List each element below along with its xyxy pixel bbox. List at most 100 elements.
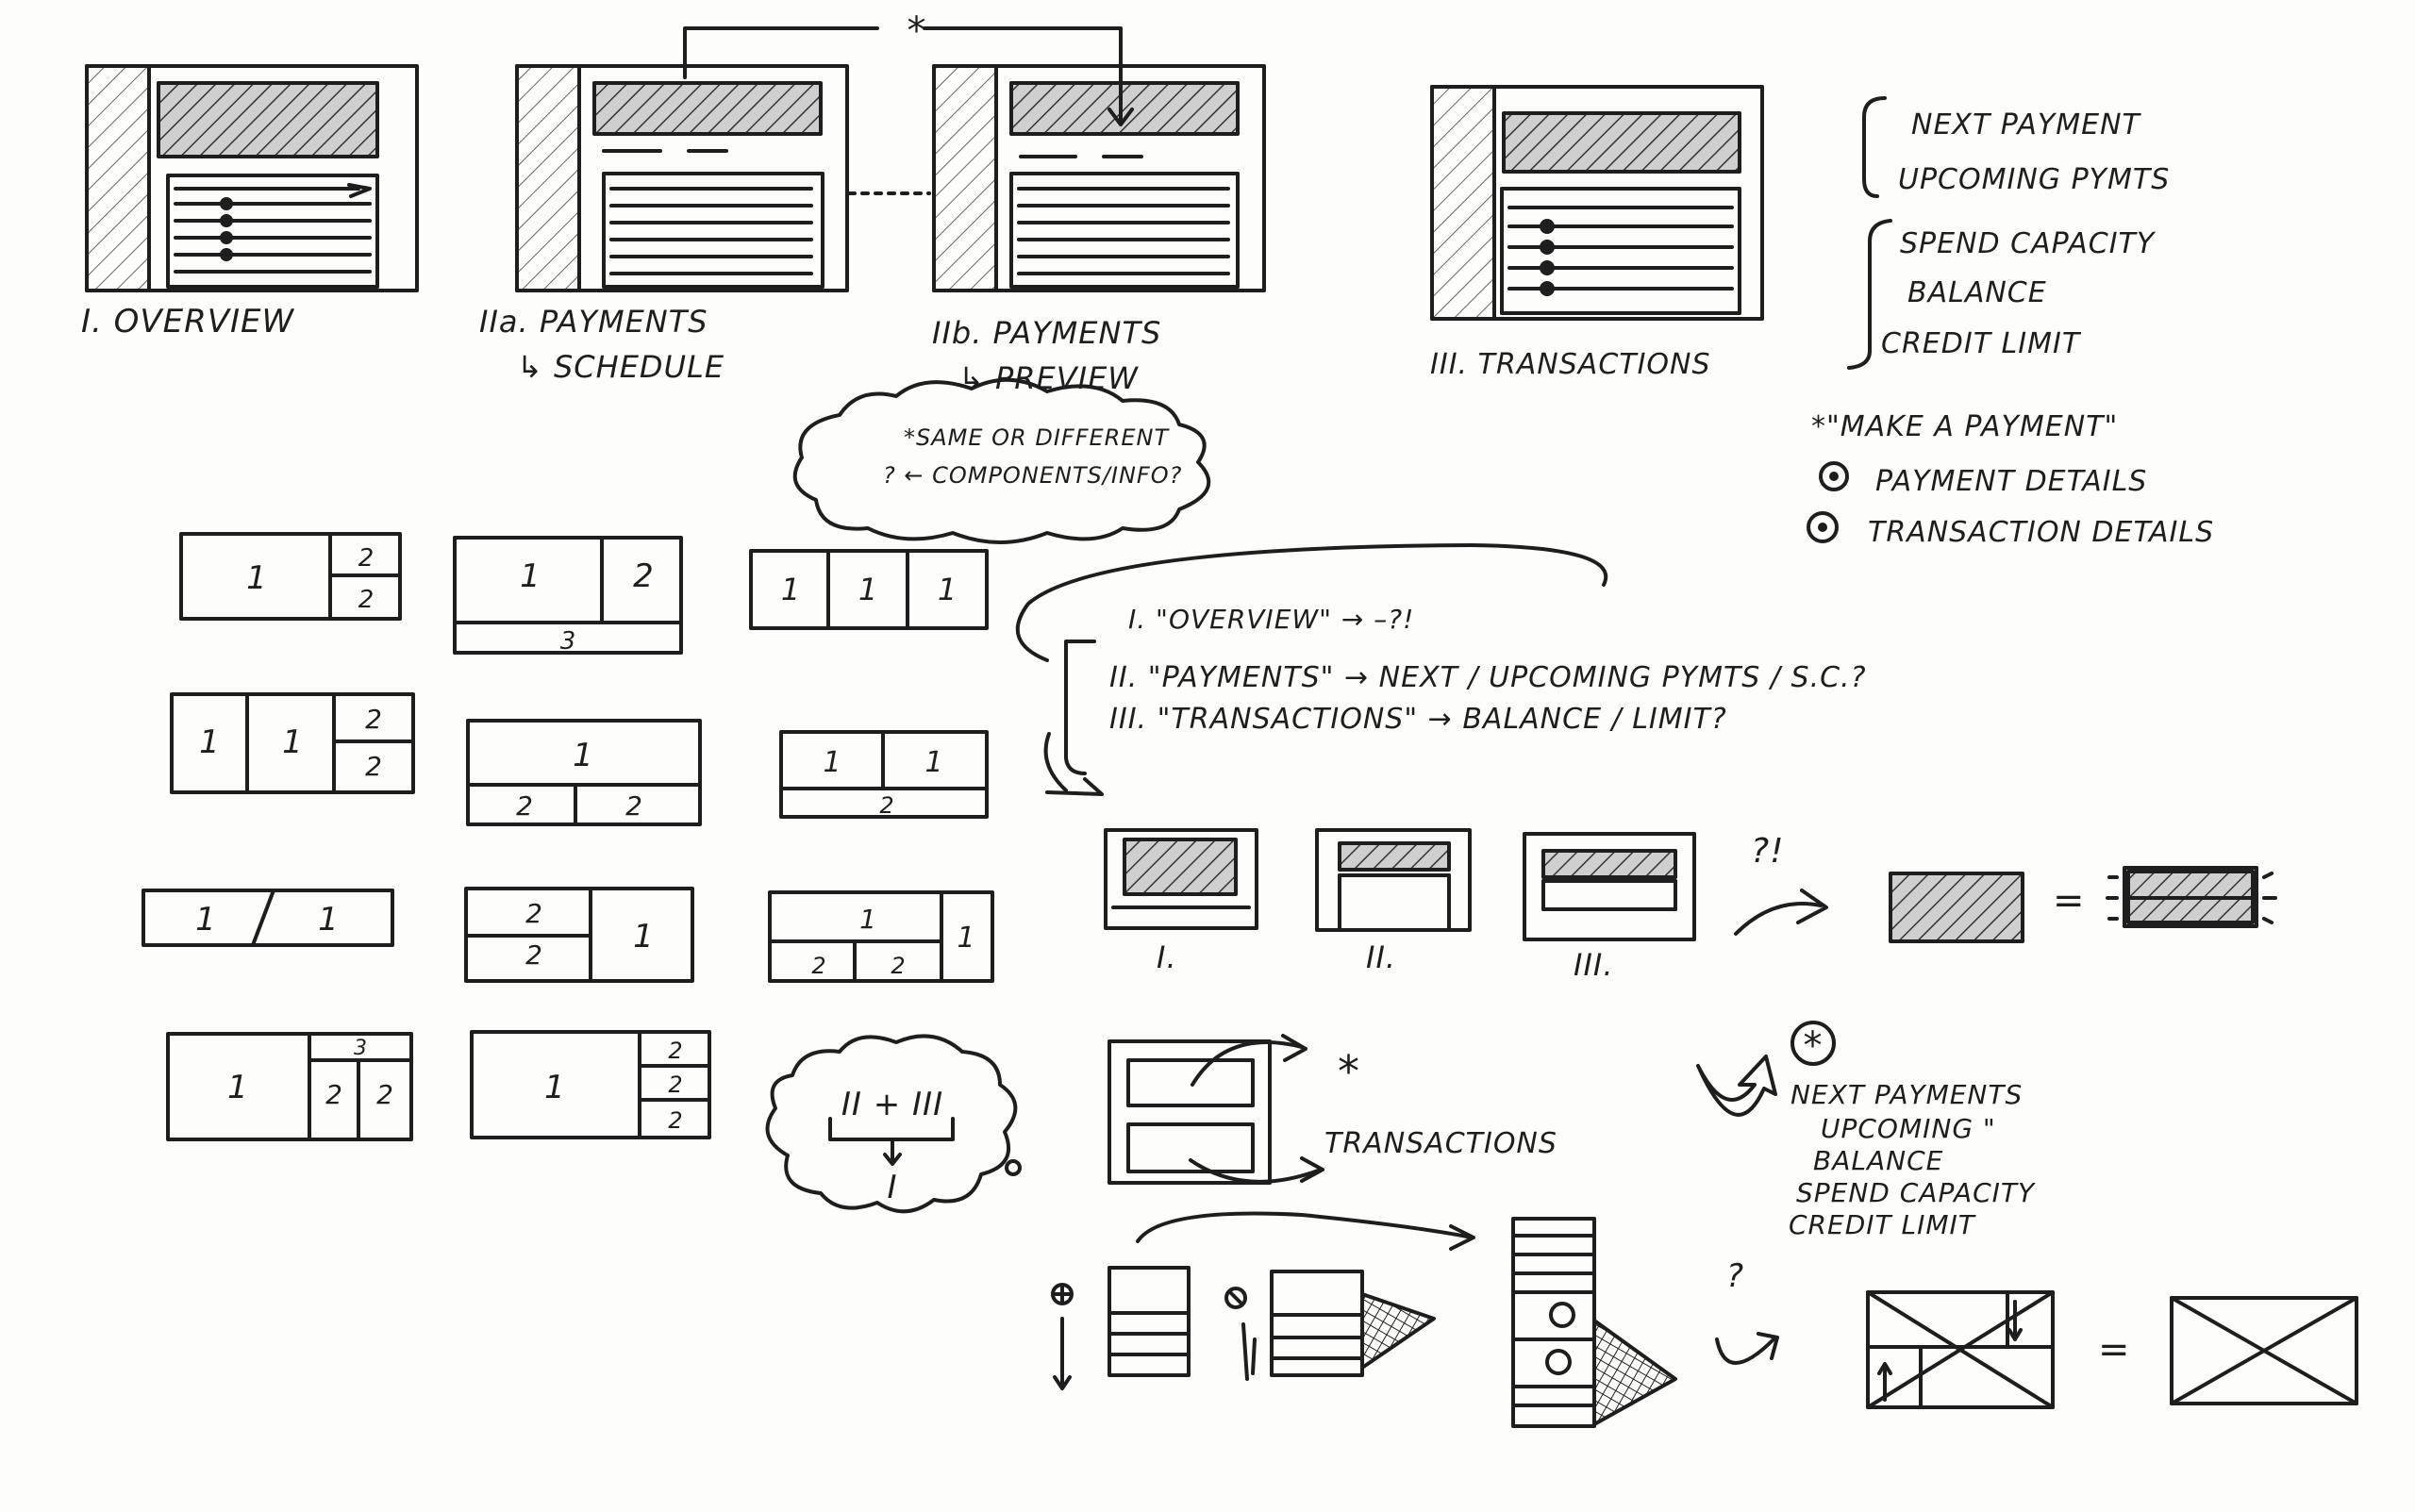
- layout-label: 2: [365, 704, 382, 735]
- info-list: NEXT PAYMENT UPCOMING PYMTS SPEND CAPACI…: [1881, 108, 2170, 360]
- star-connector-arrow: [683, 26, 1134, 126]
- legend-make-payment: *"MAKE A PAYMENT": [1811, 410, 2118, 443]
- bottom-equals: =: [2098, 1328, 2131, 1371]
- wireframe-transactions: [1430, 85, 1764, 321]
- layout-label: 2: [525, 939, 542, 971]
- layout-label: 1: [318, 901, 339, 939]
- layout-label: 1: [544, 1069, 565, 1106]
- bottom-question: ?: [1726, 1257, 1744, 1295]
- layout-label: 2: [811, 953, 825, 979]
- brace-bottom: [1847, 219, 1892, 370]
- layout-label: 1: [282, 723, 303, 761]
- info-item: UPCOMING PYMTS: [1898, 163, 2170, 196]
- cloud-question-line-1: *SAME OR DIFFERENT: [904, 424, 1170, 451]
- mapping-curve: [1015, 543, 1608, 662]
- layout-label: 1: [633, 918, 654, 955]
- header-equals: =: [2053, 879, 2086, 922]
- transactions-layout-sketch: [1108, 1039, 1272, 1185]
- layout-label: 2: [668, 1038, 682, 1064]
- transactions-star: *: [1338, 1046, 1360, 1097]
- wireframe-payments-preview: [932, 64, 1266, 292]
- star-circle-label: *: [1804, 1024, 1824, 1068]
- layout-label: 2: [625, 790, 642, 822]
- cloud-merge: [765, 1034, 1018, 1214]
- swoosh-arrow-2: [1696, 1055, 1777, 1117]
- layout-numbers: 1 2 2 1 2 3 1 1 1 1 1 2 2 1 2 2 1 1 2 1 …: [195, 544, 974, 1134]
- layout-label: 2: [668, 1072, 682, 1098]
- layout-label: 1: [195, 901, 216, 939]
- label-overview: I. OVERVIEW: [81, 303, 295, 341]
- layout-label: 2: [376, 1079, 393, 1110]
- mapping-line-1: I. "OVERVIEW" → –?!: [1128, 604, 1414, 635]
- swoosh-arrow-1: [1734, 902, 1823, 936]
- mapping-line-3: III. "TRANSACTIONS" → BALANCE / LIMIT?: [1109, 703, 1727, 736]
- layout-label: 2: [325, 1079, 342, 1110]
- info-item: NEXT PAYMENT: [1911, 108, 2142, 141]
- label-payments-schedule: IIa. PAYMENTS: [479, 304, 708, 340]
- cloud-merge-top: II + III: [841, 1086, 943, 1123]
- layout-label: 3: [354, 1037, 367, 1060]
- layout-label: 2: [358, 586, 375, 614]
- star-list-item: NEXT PAYMENTS: [1790, 1079, 2023, 1110]
- layout-label: 1: [520, 557, 541, 595]
- mapping-arrow: [1043, 732, 1068, 792]
- layout-label: 2: [633, 557, 654, 595]
- legend-payment-details: PAYMENT DETAILS: [1875, 465, 2147, 498]
- label-payments-preview: IIb. PAYMENTS: [932, 315, 1161, 351]
- layout-label: 1: [199, 723, 220, 761]
- star-list-item: BALANCE: [1813, 1145, 1943, 1176]
- layout-label: 1: [957, 922, 974, 955]
- swoosh-arrow-3: [1715, 1338, 1775, 1365]
- info-item: CREDIT LIMIT: [1881, 327, 2082, 360]
- header-single: [1889, 872, 2024, 943]
- mapping-brace: [1064, 640, 1096, 775]
- layout-label: 2: [891, 953, 905, 979]
- arrow-to-transactions: [1189, 1158, 1323, 1184]
- layout-label: 1: [924, 746, 942, 779]
- cloud-question: [792, 377, 1211, 544]
- header-label-1: I.: [1157, 939, 1177, 975]
- layout-label: 2: [358, 544, 375, 573]
- mapping-line-2: II. "PAYMENTS" → NEXT / UPCOMING PYMTS /…: [1109, 661, 1867, 694]
- star-list-item: UPCOMING ": [1821, 1113, 1996, 1144]
- header-question: ?!: [1751, 832, 1785, 871]
- cloud-merge-bottom: I: [887, 1169, 897, 1206]
- layout-label: 3: [560, 627, 576, 656]
- cloud-question-line-2: ? ← COMPONENTS/INFO?: [883, 462, 1182, 489]
- flyout-triangle-1: [1360, 1292, 1436, 1370]
- legend-transaction-details: TRANSACTION DETAILS: [1868, 516, 2214, 549]
- header-label-3: III.: [1574, 947, 1613, 983]
- payment-details-icon: [1819, 461, 1849, 491]
- layout-label: 1: [227, 1069, 248, 1106]
- layout-label: 2: [879, 792, 893, 819]
- info-item: SPEND CAPACITY: [1900, 227, 2157, 260]
- layout-label: 1: [573, 737, 593, 774]
- star-connector-label: *: [908, 9, 927, 53]
- list-panel-1: [1108, 1266, 1191, 1377]
- star-list-item: SPEND CAPACITY: [1796, 1177, 2036, 1208]
- layout-label: 2: [668, 1107, 682, 1134]
- header-variants: [1104, 828, 1696, 941]
- label-preview: ↳ PREVIEW: [958, 360, 1139, 396]
- layout-label: 2: [365, 751, 382, 782]
- top-arc-arrow: [1136, 1211, 1474, 1243]
- arrow-to-star: [1191, 1040, 1304, 1087]
- layout-label: 1: [823, 746, 841, 779]
- remove-icon: [1224, 1287, 1247, 1309]
- layout-options: [142, 532, 994, 1141]
- layout-label: 2: [516, 790, 533, 822]
- transaction-details-icon: [1807, 511, 1839, 543]
- wireframe-payments-schedule: [515, 64, 849, 292]
- info-item: BALANCE: [1907, 276, 2047, 309]
- wireframe-overview: [85, 64, 419, 292]
- header-label-2: II.: [1366, 939, 1396, 975]
- layout-label: 1: [858, 572, 877, 607]
- layout-label: 1: [246, 559, 267, 597]
- label-transactions: III. TRANSACTIONS: [1430, 348, 1711, 381]
- layout-label: 2: [525, 898, 542, 929]
- transactions-label: TRANSACTIONS: [1324, 1127, 1557, 1160]
- crossed-split-layout: [1866, 1290, 2055, 1409]
- layout-label: 1: [781, 572, 800, 607]
- flyout-triangle-2: [1592, 1319, 1677, 1426]
